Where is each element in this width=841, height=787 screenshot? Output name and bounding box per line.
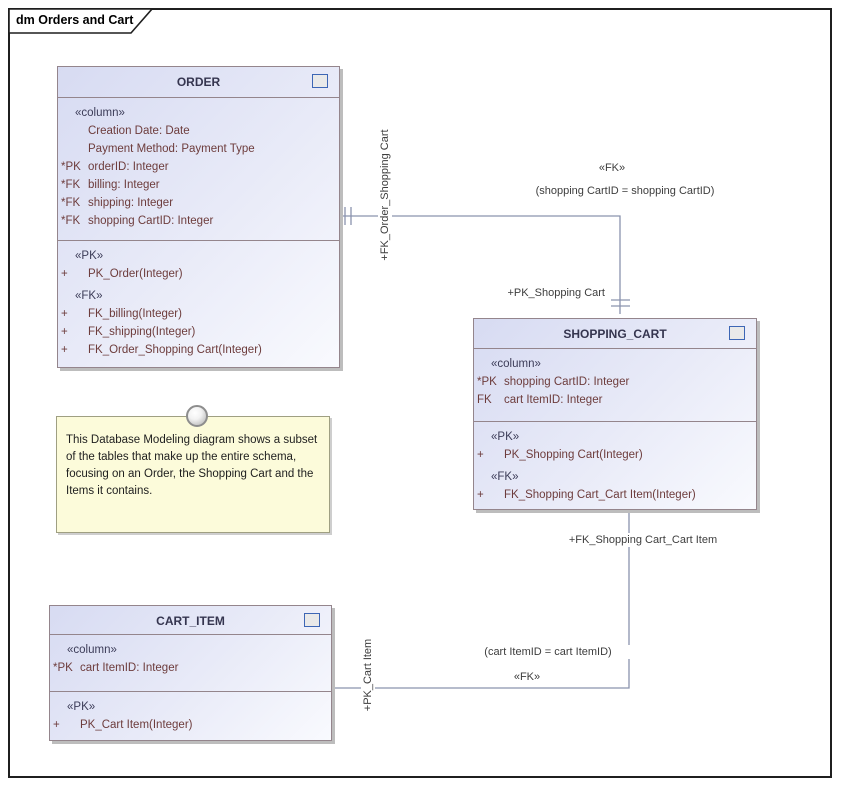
visibility-prefix: + [477, 449, 484, 461]
key-prefix: FK [477, 394, 492, 406]
column-text: cart ItemID: Integer [80, 662, 179, 674]
key-prefix: *FK [61, 215, 81, 227]
table-row: Payment Method: Payment Type [58, 140, 339, 158]
table-shopping-cart-columns: «column» *PK shopping CartID: Integer FK c… [474, 349, 756, 421]
operation-text: FK_Order_Shopping Cart(Integer) [88, 344, 262, 356]
diagram-tab-label[interactable]: dm Orders and Cart [16, 13, 134, 27]
table-row: *FK billing: Integer [58, 176, 339, 194]
table-row: + PK_Cart Item(Integer) [50, 716, 331, 734]
multiplicity-ticks-shopping-cart-end [611, 299, 630, 307]
column-text: shipping: Integer [88, 197, 174, 209]
table-order-header[interactable]: ORDER [58, 67, 339, 98]
column-text: Creation Date: Date [88, 125, 190, 137]
table-order-operations: «PK» + PK_Order(Integer) «FK» + FK_billing… [58, 240, 339, 368]
table-shopping-cart-operations: «PK» + PK_Shopping Cart(Integer) «FK» + FK… [474, 421, 756, 510]
table-name: CART_ITEM [156, 614, 225, 628]
table-row: *PK cart ItemID: Integer [50, 659, 331, 677]
column-text: orderID: Integer [88, 161, 169, 173]
stereotype-label: «column» [491, 358, 541, 370]
stereotype-label: «PK» [67, 701, 96, 713]
visibility-prefix: + [477, 489, 484, 501]
visibility-prefix: + [61, 308, 68, 320]
connector-order-shopping-cart[interactable] [340, 215, 621, 314]
connector-role-label-pk-cart-item[interactable]: +PK_Cart Item [361, 575, 375, 775]
connector-role-label-pk-shopping-cart[interactable]: +PK_Shopping Cart [455, 286, 605, 300]
table-shopping-cart[interactable]: SHOPPING_CART «column» *PK shopping CartI… [473, 318, 757, 510]
visibility-prefix: + [61, 344, 68, 356]
table-row: *FK shipping: Integer [58, 194, 339, 212]
table-row: + FK_Order_Shopping Cart(Integer) [58, 341, 339, 359]
table-order[interactable]: ORDER «column» Creation Date: Date Payme… [57, 66, 340, 368]
multiplicity-ticks-order-end [344, 207, 352, 225]
connector-role-label-fk-order-shopping-cart[interactable]: +FK_Order_Shopping Cart [378, 95, 392, 295]
key-prefix: *FK [61, 179, 81, 191]
table-name: ORDER [176, 75, 221, 89]
visibility-prefix: + [61, 326, 68, 338]
visibility-prefix: + [53, 719, 60, 731]
column-text: cart ItemID: Integer [504, 394, 603, 406]
key-prefix: *PK [477, 376, 497, 388]
table-row: Creation Date: Date [58, 122, 339, 140]
visibility-prefix: + [61, 268, 68, 280]
connector-stereotype-label-top[interactable]: «FK» [512, 161, 712, 175]
table-row: *FK shopping CartID: Integer [58, 212, 339, 230]
table-row: FK cart ItemID: Integer [474, 391, 756, 409]
note-element[interactable]: This Database Modeling diagram shows a s… [56, 405, 330, 533]
key-prefix: *FK [61, 197, 81, 209]
key-prefix: *PK [53, 662, 73, 674]
connector-stereotype-label-bottom[interactable]: «FK» [427, 670, 627, 684]
table-cart-item[interactable]: CART_ITEM «column» *PK cart ItemID: Integ… [49, 605, 332, 741]
column-text: billing: Integer [88, 179, 160, 191]
diagram-tab-shape[interactable] [8, 8, 154, 34]
diagram-frame [8, 8, 832, 778]
connector-role-label-fk-shopping-cart-cart-item[interactable]: +FK_Shopping Cart_Cart Item [543, 533, 743, 547]
table-cart-item-operations: «PK» + PK_Cart Item(Integer) [50, 691, 331, 740]
table-icon [304, 613, 320, 627]
table-row: *PK shopping CartID: Integer [474, 373, 756, 391]
table-row: + PK_Order(Integer) [58, 265, 339, 283]
operation-text: PK_Shopping Cart(Integer) [504, 449, 643, 461]
table-row: *PK orderID: Integer [58, 158, 339, 176]
operation-text: FK_Shopping Cart_Cart Item(Integer) [504, 489, 696, 501]
column-text: Payment Method: Payment Type [88, 143, 255, 155]
operation-text: PK_Order(Integer) [88, 268, 183, 280]
stereotype-label: «FK» [491, 471, 519, 483]
table-order-columns: «column» Creation Date: Date Payment Met… [58, 98, 339, 240]
table-row: + PK_Shopping Cart(Integer) [474, 446, 756, 464]
connector-constraint-label-top[interactable]: (shopping CartID = shopping CartID) [475, 184, 775, 198]
table-cart-item-columns: «column» *PK cart ItemID: Integer [50, 635, 331, 691]
operation-text: FK_billing(Integer) [88, 308, 182, 320]
table-cart-item-header[interactable]: CART_ITEM [50, 606, 331, 635]
note-text: This Database Modeling diagram shows a s… [66, 434, 318, 497]
operation-text: FK_shipping(Integer) [88, 326, 196, 338]
table-icon [312, 74, 328, 88]
stereotype-label: «column» [67, 644, 117, 656]
table-icon [729, 326, 745, 340]
table-shopping-cart-header[interactable]: SHOPPING_CART [474, 319, 756, 349]
key-prefix [61, 140, 88, 158]
stereotype-label: «PK» [75, 250, 104, 262]
connector-constraint-label-bottom[interactable]: (cart ItemID = cart ItemID) [448, 645, 648, 659]
stereotype-label: «column» [75, 107, 125, 119]
table-row: + FK_shipping(Integer) [58, 323, 339, 341]
table-row: + FK_billing(Integer) [58, 305, 339, 323]
table-row: + FK_Shopping Cart_Cart Item(Integer) [474, 486, 756, 504]
stereotype-label: «FK» [75, 290, 103, 302]
key-prefix [61, 122, 88, 140]
table-name: SHOPPING_CART [563, 327, 667, 341]
connector-shopping-cart-cart-item[interactable] [333, 510, 630, 689]
column-text: shopping CartID: Integer [88, 215, 214, 227]
stereotype-label: «PK» [491, 431, 520, 443]
operation-text: PK_Cart Item(Integer) [80, 719, 193, 731]
column-text: shopping CartID: Integer [504, 376, 630, 388]
note-pin-icon [186, 405, 208, 427]
key-prefix: *PK [61, 161, 81, 173]
